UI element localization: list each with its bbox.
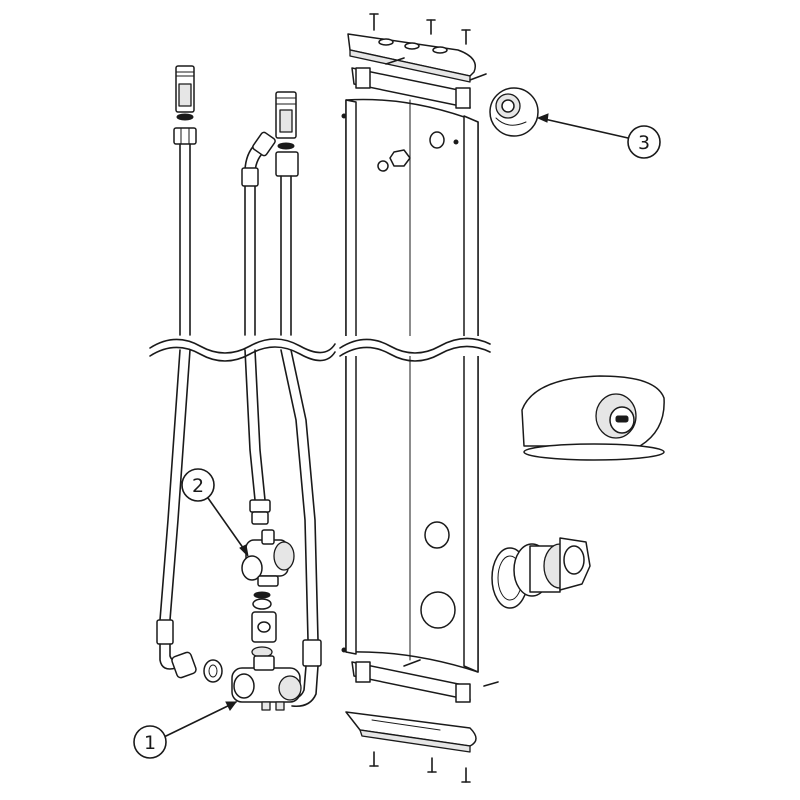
top-cap: [347, 13, 476, 83]
mixing-valve-body: [231, 655, 302, 711]
hose-right: [275, 91, 322, 708]
hose-left: [156, 65, 197, 679]
control-housing: [521, 375, 665, 461]
callout-1-label: 1: [144, 732, 156, 754]
top-bracket: [351, 57, 487, 109]
washer: [203, 659, 223, 683]
callout-2-label: 2: [192, 475, 204, 497]
callout-1: 1: [133, 701, 237, 759]
cartridge-assembly: [491, 537, 591, 609]
break-line-hoses: [149, 338, 336, 354]
hose-middle: [241, 131, 276, 525]
thermostatic-valve: [241, 529, 295, 658]
control-knob-top: [489, 87, 539, 137]
callout-3-label: 3: [638, 132, 650, 154]
bottom-cap: [345, 711, 477, 783]
callout-2: 2: [181, 468, 249, 558]
wall-panel: [339, 98, 491, 673]
bottom-bracket: [351, 659, 499, 703]
callout-3: 3: [536, 113, 661, 159]
